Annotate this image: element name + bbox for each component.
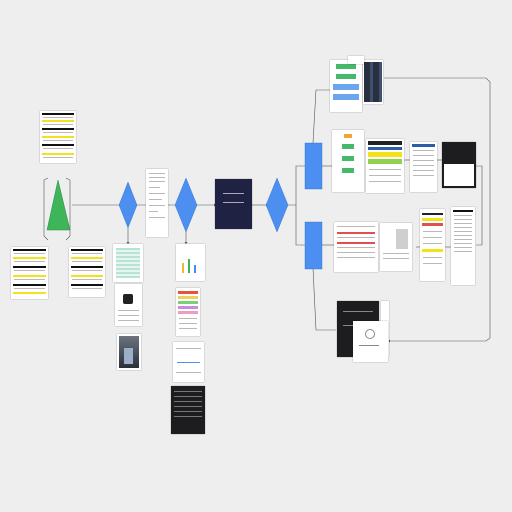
edge-p2-down [312, 267, 336, 331]
note-card-bottom-left[interactable] [11, 247, 48, 299]
note-card-top[interactable] [40, 111, 76, 163]
schedule-table-card[interactable] [366, 139, 404, 193]
arrowhead [184, 242, 188, 244]
phone-card[interactable] [115, 284, 142, 326]
start-loop-right [65, 177, 71, 241]
document-card[interactable] [146, 169, 168, 237]
bar-chart-card[interactable] [176, 244, 205, 281]
right-return-loop [384, 77, 491, 342]
small-thumb-card[interactable] [348, 56, 364, 64]
colored-sheet-card[interactable] [420, 209, 445, 281]
photo-card[interactable] [117, 334, 141, 370]
flowchart-card[interactable] [332, 130, 364, 192]
process-node-1[interactable] [304, 142, 323, 190]
line-chart-card[interactable] [173, 342, 204, 382]
start-triangle-node[interactable] [46, 179, 71, 231]
network-diagram-card[interactable] [353, 321, 388, 362]
title-card-rule [223, 202, 244, 203]
title-card-rule [223, 193, 244, 194]
text-doc-card[interactable] [451, 207, 475, 285]
start-loop-left [43, 177, 49, 241]
arrowhead [388, 339, 390, 343]
edge-d3-p1 [287, 165, 305, 206]
title-card[interactable] [215, 179, 252, 229]
decision-node-3[interactable] [265, 177, 289, 233]
process-node-2[interactable] [304, 221, 323, 270]
edge-p1-up [312, 89, 330, 144]
decision-node-2[interactable] [174, 177, 198, 233]
color-table-card[interactable] [176, 288, 200, 336]
arrowhead [126, 242, 130, 244]
video-grid-card[interactable] [363, 60, 383, 104]
spreadsheet-card[interactable] [334, 222, 378, 272]
map-doc-card[interactable] [380, 223, 412, 271]
decision-node-1[interactable] [118, 181, 138, 229]
flow-thumbnail-card[interactable] [330, 60, 362, 112]
table-card-green[interactable] [113, 244, 143, 282]
data-table-card[interactable] [410, 142, 437, 192]
dark-list-card[interactable] [171, 386, 205, 434]
edge-right-bracket [476, 165, 483, 246]
dark-table-card[interactable] [442, 142, 476, 188]
edge-d3-p2 [295, 205, 305, 246]
note-card-bottom-right[interactable] [69, 247, 105, 297]
